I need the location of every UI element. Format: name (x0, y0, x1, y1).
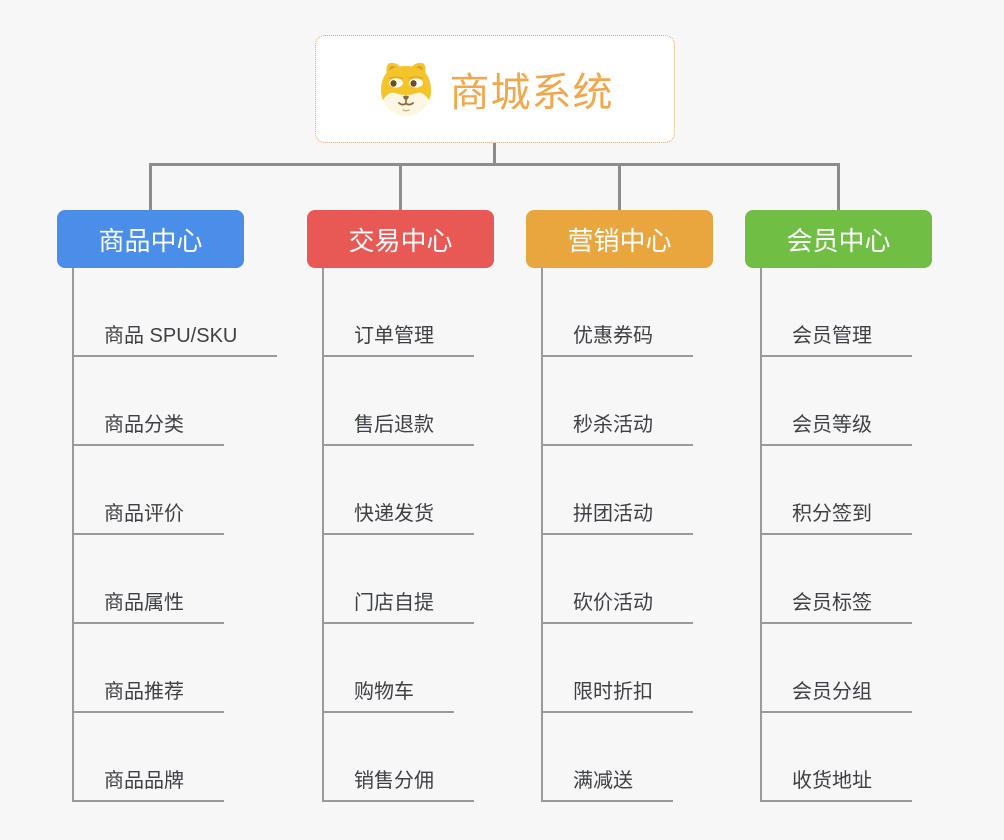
connector-root-stub (493, 143, 496, 164)
leaf-node[interactable]: 购物车 (324, 675, 454, 713)
leaf-node[interactable]: 商品评价 (74, 497, 224, 535)
branch-node-member[interactable]: 会员中心 (745, 210, 932, 268)
leaf-node[interactable]: 限时折扣 (543, 675, 693, 713)
leaf-node[interactable]: 会员等级 (762, 408, 912, 446)
leaf-node[interactable]: 商品 SPU/SKU (74, 319, 278, 357)
leaf-column-marketing: 优惠券码 秒杀活动 拼团活动 砍价活动 限时折扣 满减送 (541, 268, 793, 802)
root-node[interactable]: 商城系统 (315, 35, 675, 143)
leaf-node[interactable]: 会员标签 (762, 586, 912, 624)
leaf-node[interactable]: 砍价活动 (543, 586, 693, 624)
connector-branch-stub (399, 164, 402, 210)
leaf-node[interactable]: 积分签到 (762, 497, 912, 535)
leaf-column-product: 商品 SPU/SKU 商品分类 商品评价 商品属性 商品推荐 商品品牌 (72, 268, 324, 802)
leaf-node[interactable]: 优惠券码 (543, 319, 693, 357)
branch-node-trade[interactable]: 交易中心 (307, 210, 494, 268)
leaf-node[interactable]: 销售分佣 (324, 764, 474, 802)
leaf-node[interactable]: 秒杀活动 (543, 408, 693, 446)
leaf-column-member: 会员管理 会员等级 积分签到 会员标签 会员分组 收货地址 (760, 268, 1004, 802)
leaf-node[interactable]: 门店自提 (324, 586, 474, 624)
branch-node-product[interactable]: 商品中心 (57, 210, 244, 268)
leaf-node[interactable]: 满减送 (543, 764, 673, 802)
dog-face-icon (377, 60, 435, 118)
connector-trunk (149, 163, 840, 166)
branch-node-marketing[interactable]: 营销中心 (526, 210, 713, 268)
leaf-column-trade: 订单管理 售后退款 快递发货 门店自提 购物车 销售分佣 (322, 268, 574, 802)
connector-branch-stub (837, 164, 840, 210)
leaf-node[interactable]: 快递发货 (324, 497, 474, 535)
connector-branch-stub (149, 164, 152, 210)
leaf-node[interactable]: 订单管理 (324, 319, 474, 357)
leaf-node[interactable]: 收货地址 (762, 764, 912, 802)
leaf-node[interactable]: 会员管理 (762, 319, 912, 357)
leaf-node[interactable]: 商品推荐 (74, 675, 224, 713)
leaf-node[interactable]: 拼团活动 (543, 497, 693, 535)
leaf-node[interactable]: 商品分类 (74, 408, 224, 446)
leaf-node[interactable]: 会员分组 (762, 675, 912, 713)
leaf-node[interactable]: 商品品牌 (74, 764, 224, 802)
connector-branch-stub (618, 164, 621, 210)
leaf-node[interactable]: 售后退款 (324, 408, 474, 446)
leaf-node[interactable]: 商品属性 (74, 586, 224, 624)
root-title: 商城系统 (449, 71, 614, 115)
